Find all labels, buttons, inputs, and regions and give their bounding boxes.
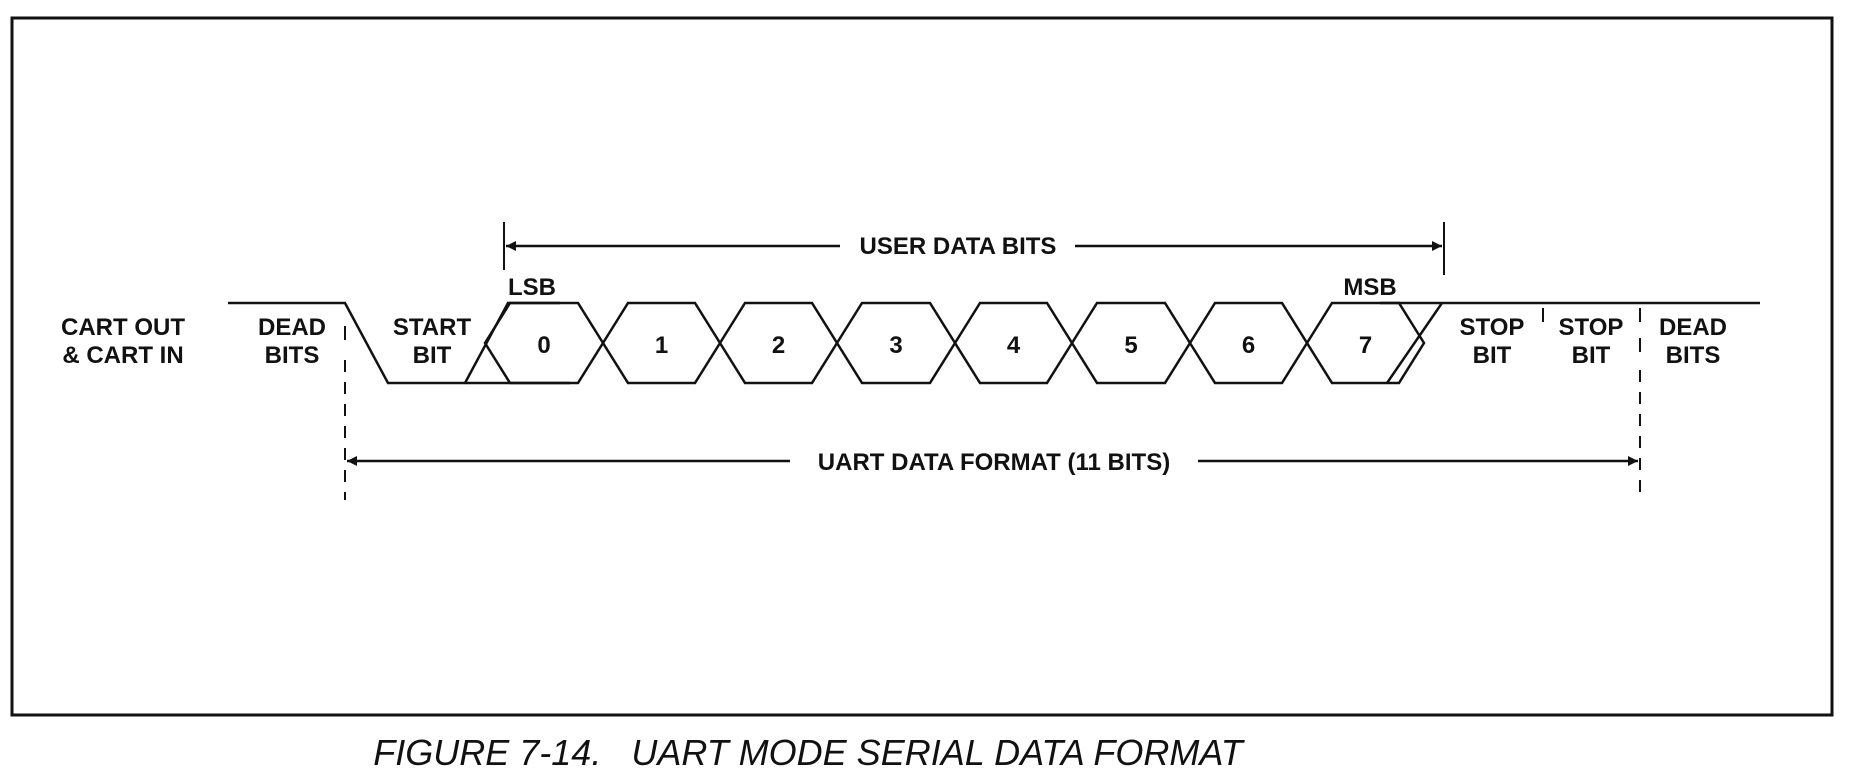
signal-label-line1: CART OUT xyxy=(61,314,185,341)
uart-data-format-label: UART DATA FORMAT (11 BITS) xyxy=(818,449,1170,476)
data-bit-number: 4 xyxy=(1007,332,1021,359)
dead-bits-right-line2: BITS xyxy=(1666,342,1721,369)
data-bit-number: 0 xyxy=(537,332,550,359)
figure-border xyxy=(10,16,1834,717)
user-data-bits-label: USER DATA BITS xyxy=(860,233,1057,260)
data-bit-cells: 0 1 2 3 4 5 6 7 xyxy=(483,301,1426,385)
data-bit-number: 3 xyxy=(889,332,902,359)
data-bit-number: 1 xyxy=(655,332,668,359)
start-bit-line2: BIT xyxy=(413,342,452,369)
data-bit-number: 6 xyxy=(1242,332,1255,359)
waveform-msb-end xyxy=(1385,302,1444,384)
start-bit-line1: START xyxy=(393,314,472,341)
figure-caption: FIGURE 7-14. UART MODE SERIAL DATA FORMA… xyxy=(373,732,1245,773)
stop-bit-1-line1: STOP xyxy=(1460,314,1525,341)
msb-label: MSB xyxy=(1343,274,1396,301)
signal-label-line2: & CART IN xyxy=(62,342,183,369)
lsb-label: LSB xyxy=(508,274,556,301)
stop-bit-2-line2: BIT xyxy=(1572,342,1611,369)
data-bit-number: 2 xyxy=(772,332,785,359)
stop-bit-2-line1: STOP xyxy=(1559,314,1624,341)
data-bit-number: 5 xyxy=(1124,332,1137,359)
data-bit-number: 7 xyxy=(1359,332,1372,359)
data-bit-cell xyxy=(1305,301,1426,385)
dead-bits-left-line2: BITS xyxy=(265,342,320,369)
dead-bits-left-line1: DEAD xyxy=(258,314,326,341)
dead-bits-right-line1: DEAD xyxy=(1659,314,1727,341)
stop-bit-1-line2: BIT xyxy=(1473,342,1512,369)
